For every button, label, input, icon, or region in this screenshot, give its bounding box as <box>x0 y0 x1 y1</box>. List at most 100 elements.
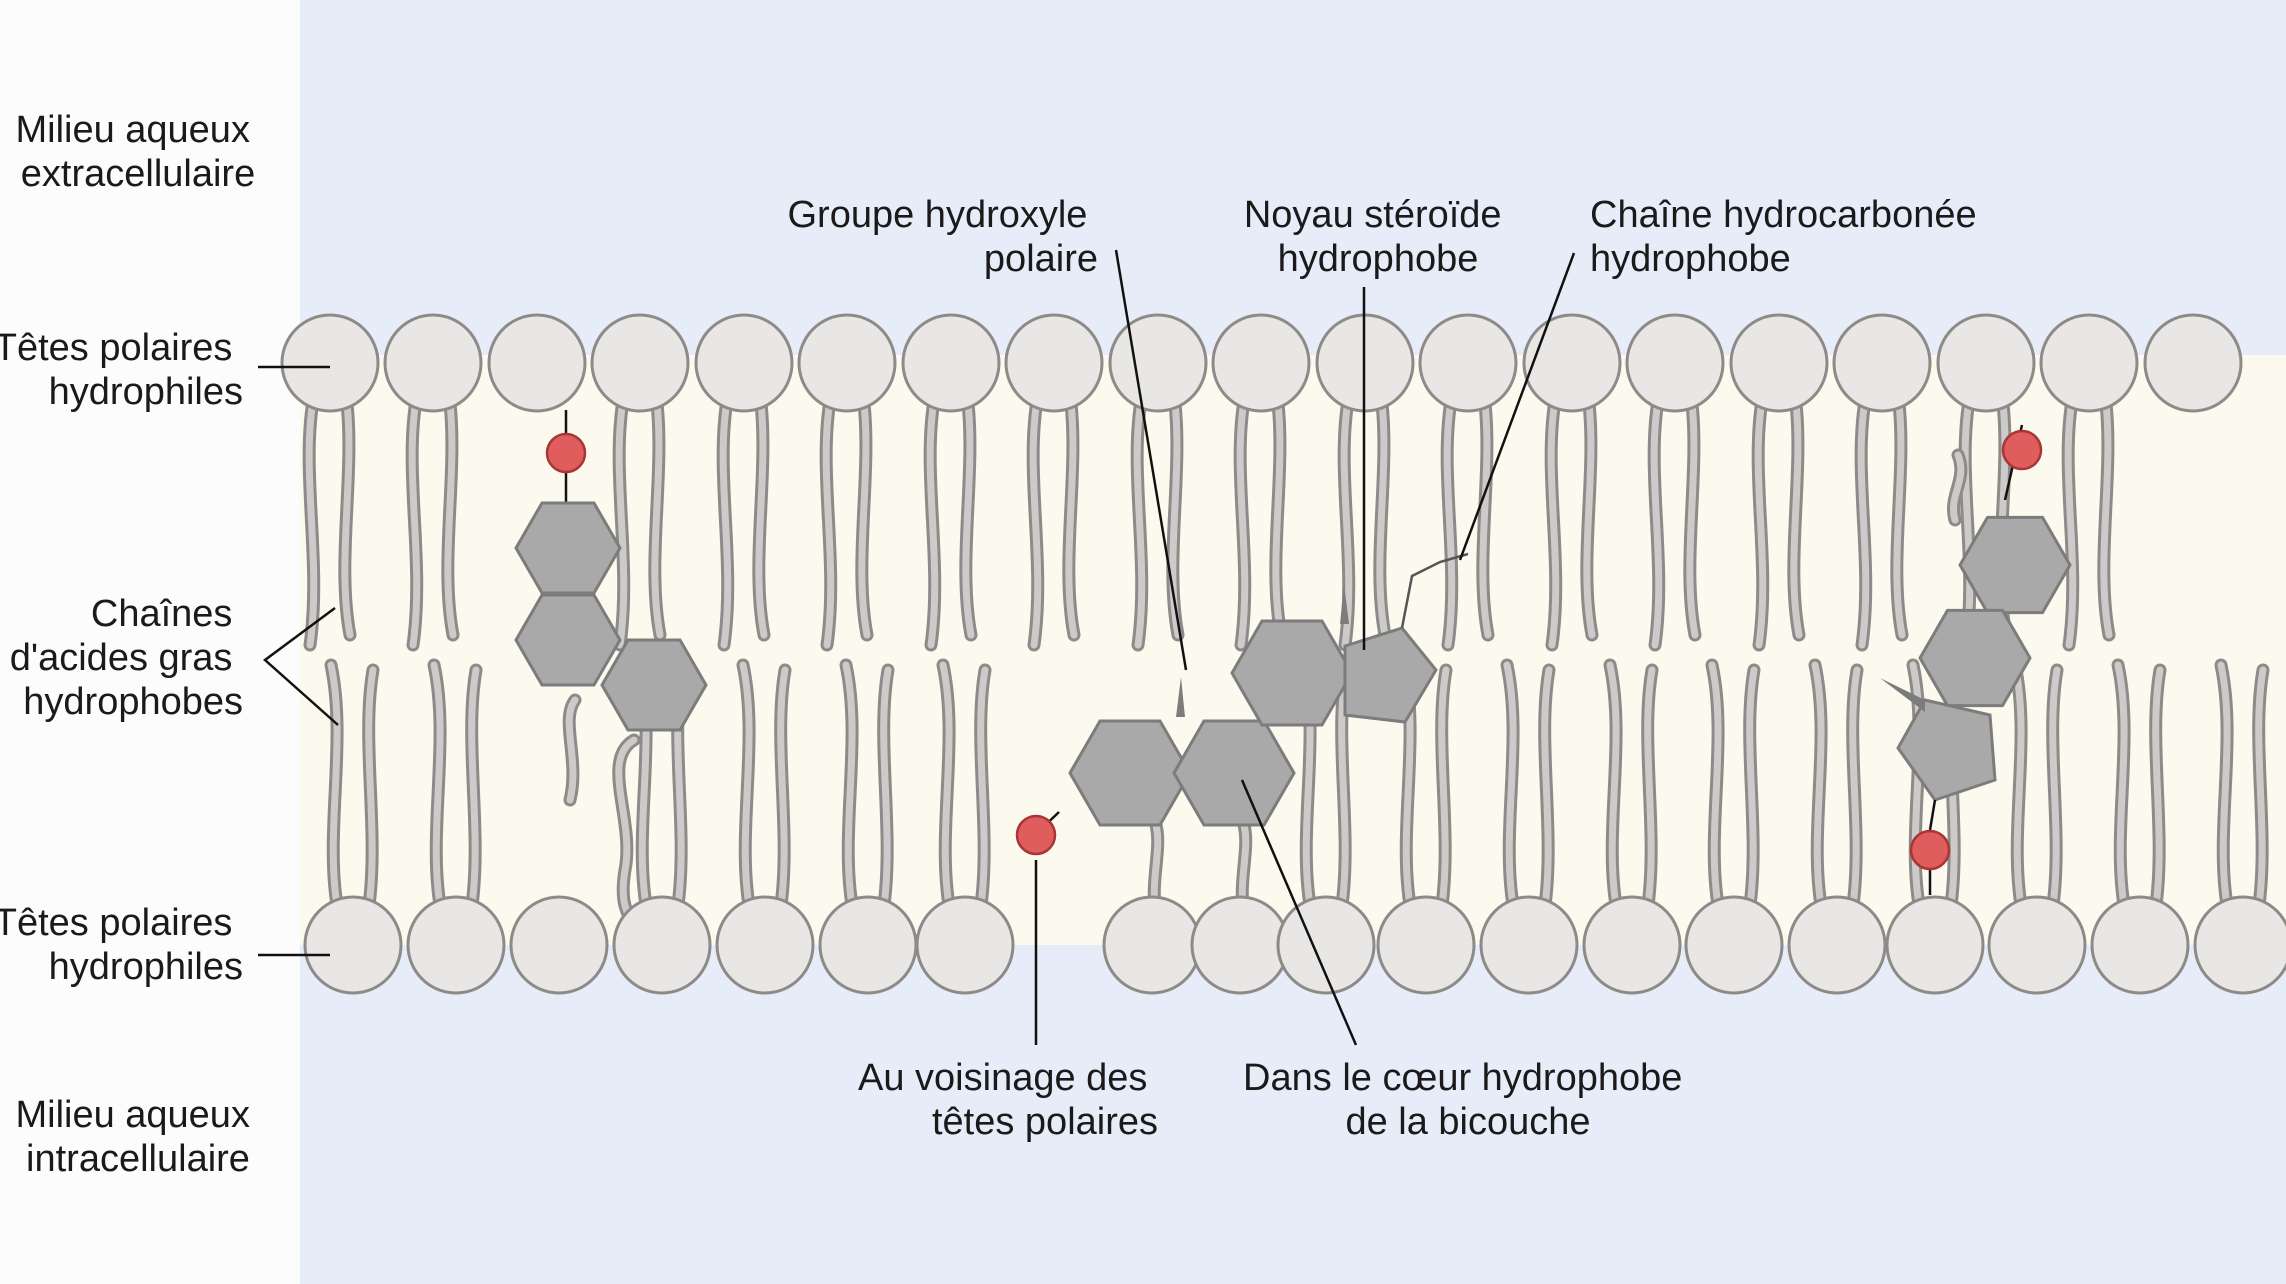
label-hydrocarbon-line2: hydrophobe <box>1590 238 1791 280</box>
polar-head <box>1479 895 1579 995</box>
fatty-acid-chain <box>651 391 664 639</box>
label-steroid-line2: hydrophobe <box>1278 238 1479 280</box>
steroid-ring <box>514 593 622 687</box>
annotations: Milieu aqueux extracellulaire Têtes pola… <box>0 109 1977 1180</box>
polar-heads <box>280 313 2286 995</box>
label-heads-top: Têtes polaires hydrophiles <box>0 327 243 413</box>
steroid-ring <box>1896 698 1997 802</box>
polar-head <box>915 895 1015 995</box>
fatty-acid-chain <box>1583 391 1596 639</box>
label-hydrocarbon-line1: Chaîne hydrocarbonée <box>1590 194 1977 236</box>
fatty-acid-chain <box>977 666 989 909</box>
label-near-heads-line1: Au voisinage des <box>858 1057 1147 1099</box>
fatty-acid-chain <box>1650 391 1663 649</box>
polar-head <box>2039 313 2139 413</box>
fatty-acid-chain <box>1443 391 1456 649</box>
fatty-acid-chains <box>302 388 2270 962</box>
polar-head <box>818 895 918 995</box>
fatty-acid-chain <box>939 661 953 909</box>
label-intracellular-line1: Milieu aqueux <box>15 1094 249 1136</box>
polar-head <box>1522 313 1622 413</box>
polar-head <box>1108 313 1208 413</box>
fatty-acid-chain <box>1272 391 1285 639</box>
label-hydroxyl: Groupe hydroxyle polaire <box>788 194 1099 280</box>
polar-head <box>1885 895 1985 995</box>
methyl-wedge <box>1340 584 1349 624</box>
steroid-ring <box>600 638 708 732</box>
polar-head <box>2193 895 2286 995</box>
fatty-acid-chain <box>1811 661 1825 909</box>
label-heads-top-line1: Têtes polaires <box>0 327 232 369</box>
label-chains-line3: hydrophobes <box>23 681 243 723</box>
methyl-wedge <box>1176 677 1185 717</box>
label-chains: Chaînes d'acides gras hydrophobes <box>10 593 243 723</box>
hydrocarbon-tail <box>1400 552 1469 629</box>
fatty-acid-chain <box>1065 391 1078 639</box>
fatty-acid-chain <box>1541 666 1553 909</box>
fatty-acid-chain <box>1338 666 1350 909</box>
label-chains-line1: Chaînes <box>91 593 233 635</box>
methyl-wedge <box>1880 678 1925 712</box>
fatty-acid-chain <box>1790 391 1803 639</box>
fatty-acid-chain <box>1438 666 1450 909</box>
steroid-ring <box>1230 619 1354 727</box>
polar-head <box>1582 895 1682 995</box>
fatty-acid-chain <box>2152 666 2164 909</box>
polar-head <box>1418 313 1518 413</box>
cholesterol-bond <box>1928 799 1937 831</box>
polar-head <box>1936 313 2036 413</box>
polar-head <box>1190 895 1290 995</box>
polar-head <box>487 313 587 413</box>
fatty-acid-chain <box>1606 661 1620 909</box>
label-near-heads: Au voisinage des têtes polaires <box>858 1057 1158 1143</box>
fatty-acid-chain <box>444 391 457 639</box>
label-margin <box>0 0 300 1284</box>
polar-head <box>1832 313 1932 413</box>
fatty-acid-chain <box>822 391 835 649</box>
polar-head <box>715 895 815 995</box>
label-heads-top-line2: hydrophiles <box>49 371 243 413</box>
hydroxyl-group <box>545 432 587 474</box>
polar-head <box>1987 895 2087 995</box>
fatty-acid-chain <box>755 391 768 639</box>
fatty-acid-chain <box>1950 451 1965 524</box>
fatty-acid-chain <box>842 661 856 909</box>
fatty-acid-chain <box>777 666 789 909</box>
fatty-acid-chain <box>1029 391 1042 649</box>
hydroxyl-group <box>1015 814 1057 856</box>
label-core-line2: de la bicouche <box>1345 1101 1590 1143</box>
cholesterol-molecules <box>514 410 2072 895</box>
fatty-acid-chain <box>880 666 892 909</box>
fatty-acid-chain <box>565 696 579 804</box>
polar-head <box>901 313 1001 413</box>
polar-head <box>2090 895 2190 995</box>
polar-head <box>383 313 483 413</box>
hydroxyl-group <box>1909 829 1951 871</box>
polar-head <box>1211 313 1311 413</box>
fatty-acid-chain <box>962 391 975 639</box>
label-intracellular: Milieu aqueux intracellulaire <box>15 1094 260 1180</box>
leader-chains <box>263 606 339 726</box>
fatty-acid-chain <box>2064 391 2077 649</box>
polar-head <box>590 313 690 413</box>
fatty-acid-chain <box>1849 666 1861 909</box>
fatty-acid-chain <box>1708 661 1722 909</box>
label-intracellular-line2: intracellulaire <box>26 1138 250 1180</box>
fatty-acid-chain <box>1479 391 1492 639</box>
fatty-acid-chain <box>408 391 421 649</box>
fatty-acid-chain <box>327 661 341 909</box>
label-extracellular: Milieu aqueux extracellulaire <box>15 109 260 195</box>
label-hydroxyl-line2: polaire <box>984 238 1098 280</box>
polar-head <box>694 313 794 413</box>
fatty-acid-chain <box>2011 661 2025 909</box>
polar-head <box>406 895 506 995</box>
steroid-ring <box>1068 719 1192 827</box>
polar-head <box>2143 313 2243 413</box>
hydroxyl-group <box>2001 429 2043 471</box>
label-near-heads-line2: têtes polaires <box>932 1101 1158 1143</box>
fatty-acid-chain <box>615 391 628 649</box>
fatty-acid-chain <box>2100 391 2113 639</box>
polar-head <box>509 895 609 995</box>
polar-head <box>1729 313 1829 413</box>
